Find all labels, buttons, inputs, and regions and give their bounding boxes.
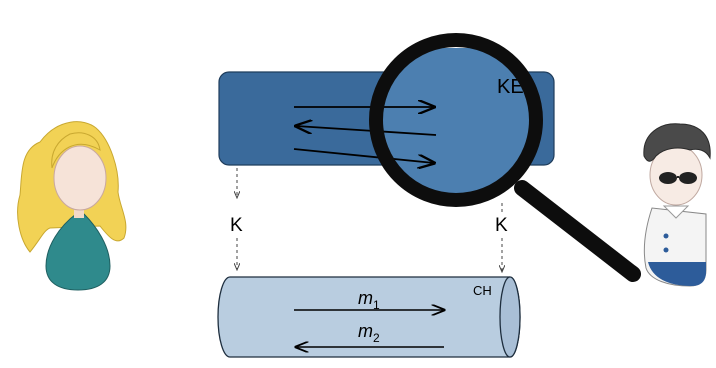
message-2-label: m2 [358,321,380,345]
ke-box: KE [218,48,555,200]
key-left-label: K [230,215,243,236]
ke-arrow-right-2 [293,148,434,163]
bob-figure [643,123,711,287]
message-1-label: m1 [358,288,380,312]
ch-label: CH [473,283,492,298]
key-right-label: K [495,215,508,236]
magnifying-glass-icon [369,33,641,282]
ch-tube: CH m1 m2 [217,276,521,358]
ke-label: KE [497,76,524,98]
ke-arrow-left [296,126,437,136]
alice-figure [17,121,127,291]
